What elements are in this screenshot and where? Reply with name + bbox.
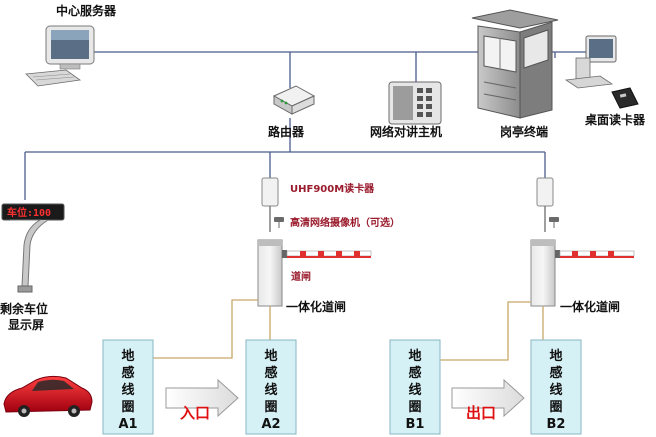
entrance-barrier-gate-icon: [257, 239, 372, 307]
intercom-icon: [388, 81, 442, 125]
entrance-arrow-icon: [165, 378, 239, 418]
barrier-arm-label: 道闸: [291, 270, 311, 283]
loop-char: 线: [408, 382, 421, 398]
server-computer-icon: [25, 25, 95, 87]
display-label-line2: 显示屏: [8, 318, 44, 332]
router-label: 路由器: [268, 124, 305, 139]
intercom-label: 网络对讲主机: [370, 124, 442, 139]
loop-char: 地: [121, 348, 134, 364]
loop-box-b2: 地 感 线 圈 B2: [530, 339, 582, 435]
exit-uhf-reader-icon: [536, 177, 554, 232]
loop-char: 感: [121, 365, 134, 381]
gate-left-label: 一体化道闸: [286, 299, 346, 314]
booth-label: 岗亭终端: [500, 124, 548, 139]
router-icon: [272, 85, 316, 115]
camera-label: 高清网络摄像机（可选）: [290, 216, 400, 229]
desk-reader-label: 桌面读卡器: [584, 112, 646, 127]
loop-char: 地: [549, 348, 562, 364]
led-display-icon: 车位:100: [1, 203, 65, 293]
led-text: 车位:100: [7, 206, 51, 219]
car-icon: [3, 375, 93, 417]
loop-char: 线: [121, 382, 134, 398]
loop-char: 线: [549, 382, 562, 398]
loop-box-b1: 地 感 线 圈 B1: [389, 339, 441, 435]
loop-char: 感: [264, 365, 277, 381]
uhf-reader-label: UHF900M读卡器: [290, 182, 375, 195]
loop-id: A2: [261, 417, 280, 432]
loop-char: 感: [549, 365, 562, 381]
desk-computer-icon: [564, 35, 617, 89]
signal-wires: [153, 299, 544, 361]
server-label: 中心服务器: [56, 3, 117, 18]
loop-id: A1: [118, 417, 137, 432]
entrance-uhf-reader-icon: [261, 177, 279, 232]
loop-char: 圈: [549, 400, 562, 415]
loop-char: 圈: [264, 400, 277, 415]
guard-booth-icon: [471, 9, 559, 119]
loop-char: 圈: [408, 400, 421, 415]
exit-label: 出口: [466, 404, 496, 422]
entrance-camera-icon: [274, 217, 284, 228]
exit-arrow-icon: [451, 378, 525, 418]
entrance-label: 入口: [180, 404, 210, 422]
gate-right-label: 一体化道闸: [560, 299, 620, 314]
display-label-line1: 剩余车位: [0, 301, 48, 316]
loop-id: B2: [547, 417, 566, 432]
loop-char: 地: [264, 348, 277, 364]
loop-box-a1: 地 感 线 圈 A1: [102, 339, 154, 435]
card-reader-icon: [611, 87, 639, 109]
exit-barrier-gate-icon: [530, 239, 635, 307]
loop-char: 线: [264, 382, 277, 398]
exit-camera-icon: [549, 217, 559, 228]
loop-char: 感: [408, 365, 421, 381]
loop-char: 圈: [121, 400, 134, 415]
loop-id: B1: [406, 417, 425, 432]
loop-char: 地: [408, 348, 421, 364]
loop-box-a2: 地 感 线 圈 A2: [245, 339, 297, 435]
